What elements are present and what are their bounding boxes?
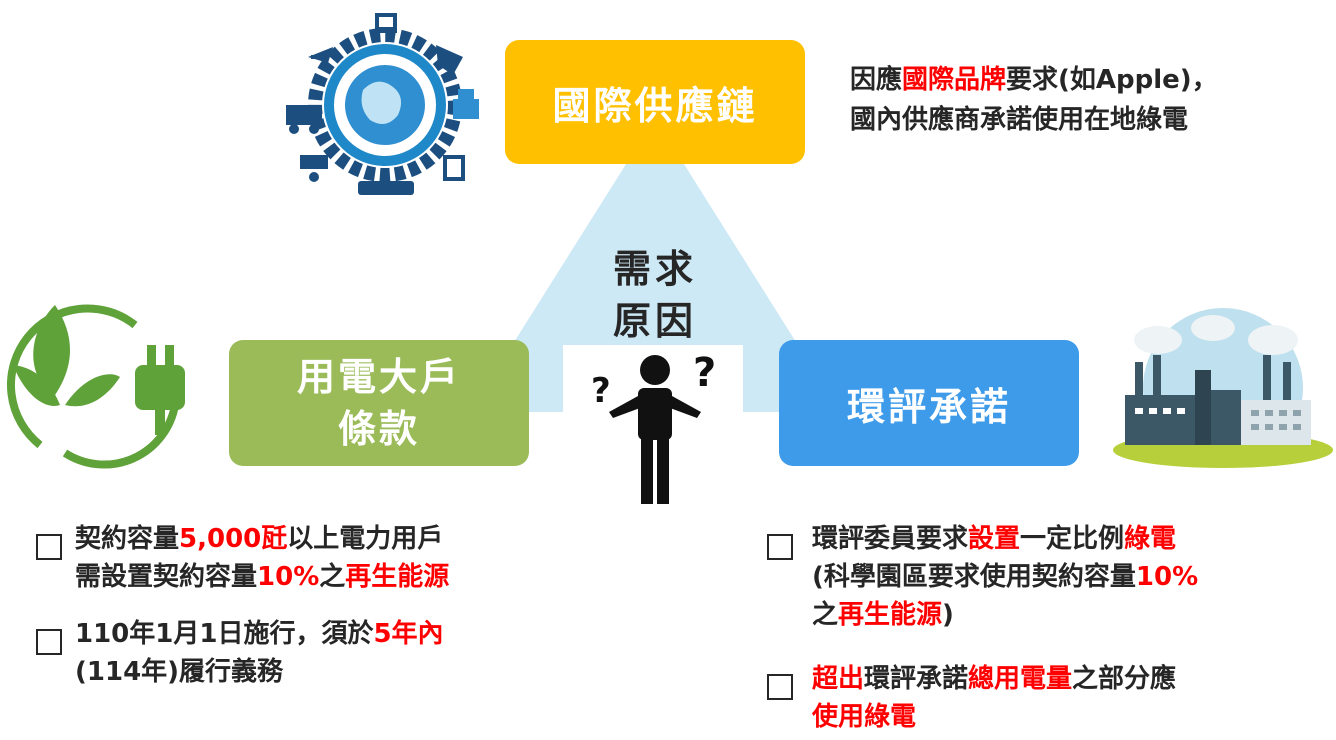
highlight-text: 再生能源: [345, 562, 450, 592]
highlight-text: 超出: [812, 664, 865, 694]
text-segment: 之: [812, 600, 839, 630]
text-segment: 環評承諾: [864, 664, 969, 694]
svg-text:?: ?: [591, 371, 611, 411]
left-bullet-2: 110年1月1日施行，須於5年內 (114年)履行義務: [75, 615, 444, 691]
bullet-line: 之再生能源): [812, 596, 1198, 634]
demand-reason-line2: 原因: [612, 299, 697, 343]
highlight-text: 10%: [257, 562, 320, 592]
highlight-text: 5,000瓩: [179, 524, 288, 554]
left-bullet-1: 契約容量5,000瓩以上電力用戶 需設置契約容量10%之再生能源: [75, 520, 449, 596]
text-segment: 需設置契約容量: [75, 562, 258, 592]
text-segment: 要求(如Apple)，: [1006, 65, 1218, 95]
checkbox-icon: [36, 534, 62, 560]
text-segment: 以上電力用戶: [287, 524, 444, 554]
text-segment: 契約容量: [75, 524, 180, 554]
bullet-line: (科學園區要求使用契約容量10%: [812, 558, 1198, 596]
logistics-cycle-icon: [286, 13, 479, 195]
text-segment: (114年)履行義務: [75, 657, 284, 687]
highlight-text: 國際品牌: [902, 65, 1007, 95]
description-line: 國內供應商承諾使用在地綠電: [850, 100, 1218, 140]
highlight-text: 綠電: [1124, 524, 1177, 554]
right-bullet-1: 環評委員要求設置一定比例綠電 (科學園區要求使用契約容量10% 之再生能源): [812, 520, 1198, 634]
bullet-line: 110年1月1日施行，須於5年內: [75, 615, 444, 653]
text-segment: (科學園區要求使用契約容量: [812, 562, 1136, 592]
text-segment: 之: [319, 562, 346, 592]
user-box-line1: 用電大戶: [296, 355, 461, 399]
large-power-user-clause-box: 用電大戶 條款: [229, 340, 529, 466]
checkbox-icon: [767, 674, 793, 700]
environmental-commitment-box: 環評承諾: [779, 340, 1079, 466]
international-supply-chain-box: 國際供應鏈: [505, 40, 805, 164]
text-segment: 一定比例: [1020, 524, 1125, 554]
highlight-text: 10%: [1135, 562, 1199, 592]
user-box-line2: 條款: [337, 407, 420, 451]
highlight-text: 總用電量: [968, 664, 1073, 694]
description-line: 因應國際品牌要求(如Apple)，: [850, 60, 1218, 100]
text-segment: 因應: [850, 65, 903, 95]
supply-chain-label: 國際供應鏈: [552, 83, 758, 128]
supply-chain-description: 因應國際品牌要求(如Apple)， 國內供應商承諾使用在地綠電: [850, 60, 1218, 140]
bullet-line: 契約容量5,000瓩以上電力用戶: [75, 520, 449, 558]
text-segment: 國內供應商承諾使用在地綠電: [850, 105, 1189, 135]
checkbox-icon: [36, 629, 62, 655]
text-segment: 110年1月1日施行，須於: [75, 619, 374, 649]
text-segment: ): [942, 600, 954, 630]
green-energy-plug-icon: [7, 304, 185, 469]
confused-person-icon: ? ?: [591, 350, 716, 504]
right-bullet-2: 超出環評承諾總用電量之部分應 使用綠電: [812, 660, 1176, 736]
text-segment: 環評委員要求: [812, 524, 969, 554]
bullet-line: 使用綠電: [812, 698, 1176, 736]
svg-text:?: ?: [693, 350, 716, 396]
bullet-line: 超出環評承諾總用電量之部分應: [812, 660, 1176, 698]
text-segment: 之部分應: [1072, 664, 1177, 694]
demand-reason-line1: 需求: [612, 247, 697, 291]
highlight-text: 5年內: [373, 619, 444, 649]
bullet-line: (114年)履行義務: [75, 653, 444, 691]
bullet-line: 需設置契約容量10%之再生能源: [75, 558, 449, 596]
highlight-text: 設置: [968, 524, 1021, 554]
highlight-text: 再生能源: [838, 600, 943, 630]
highlight-text: 使用綠電: [812, 702, 917, 732]
env-box-label: 環評承諾: [846, 384, 1011, 429]
factory-icon: [1113, 308, 1333, 468]
checkbox-icon: [767, 534, 793, 560]
bullet-line: 環評委員要求設置一定比例綠電: [812, 520, 1198, 558]
